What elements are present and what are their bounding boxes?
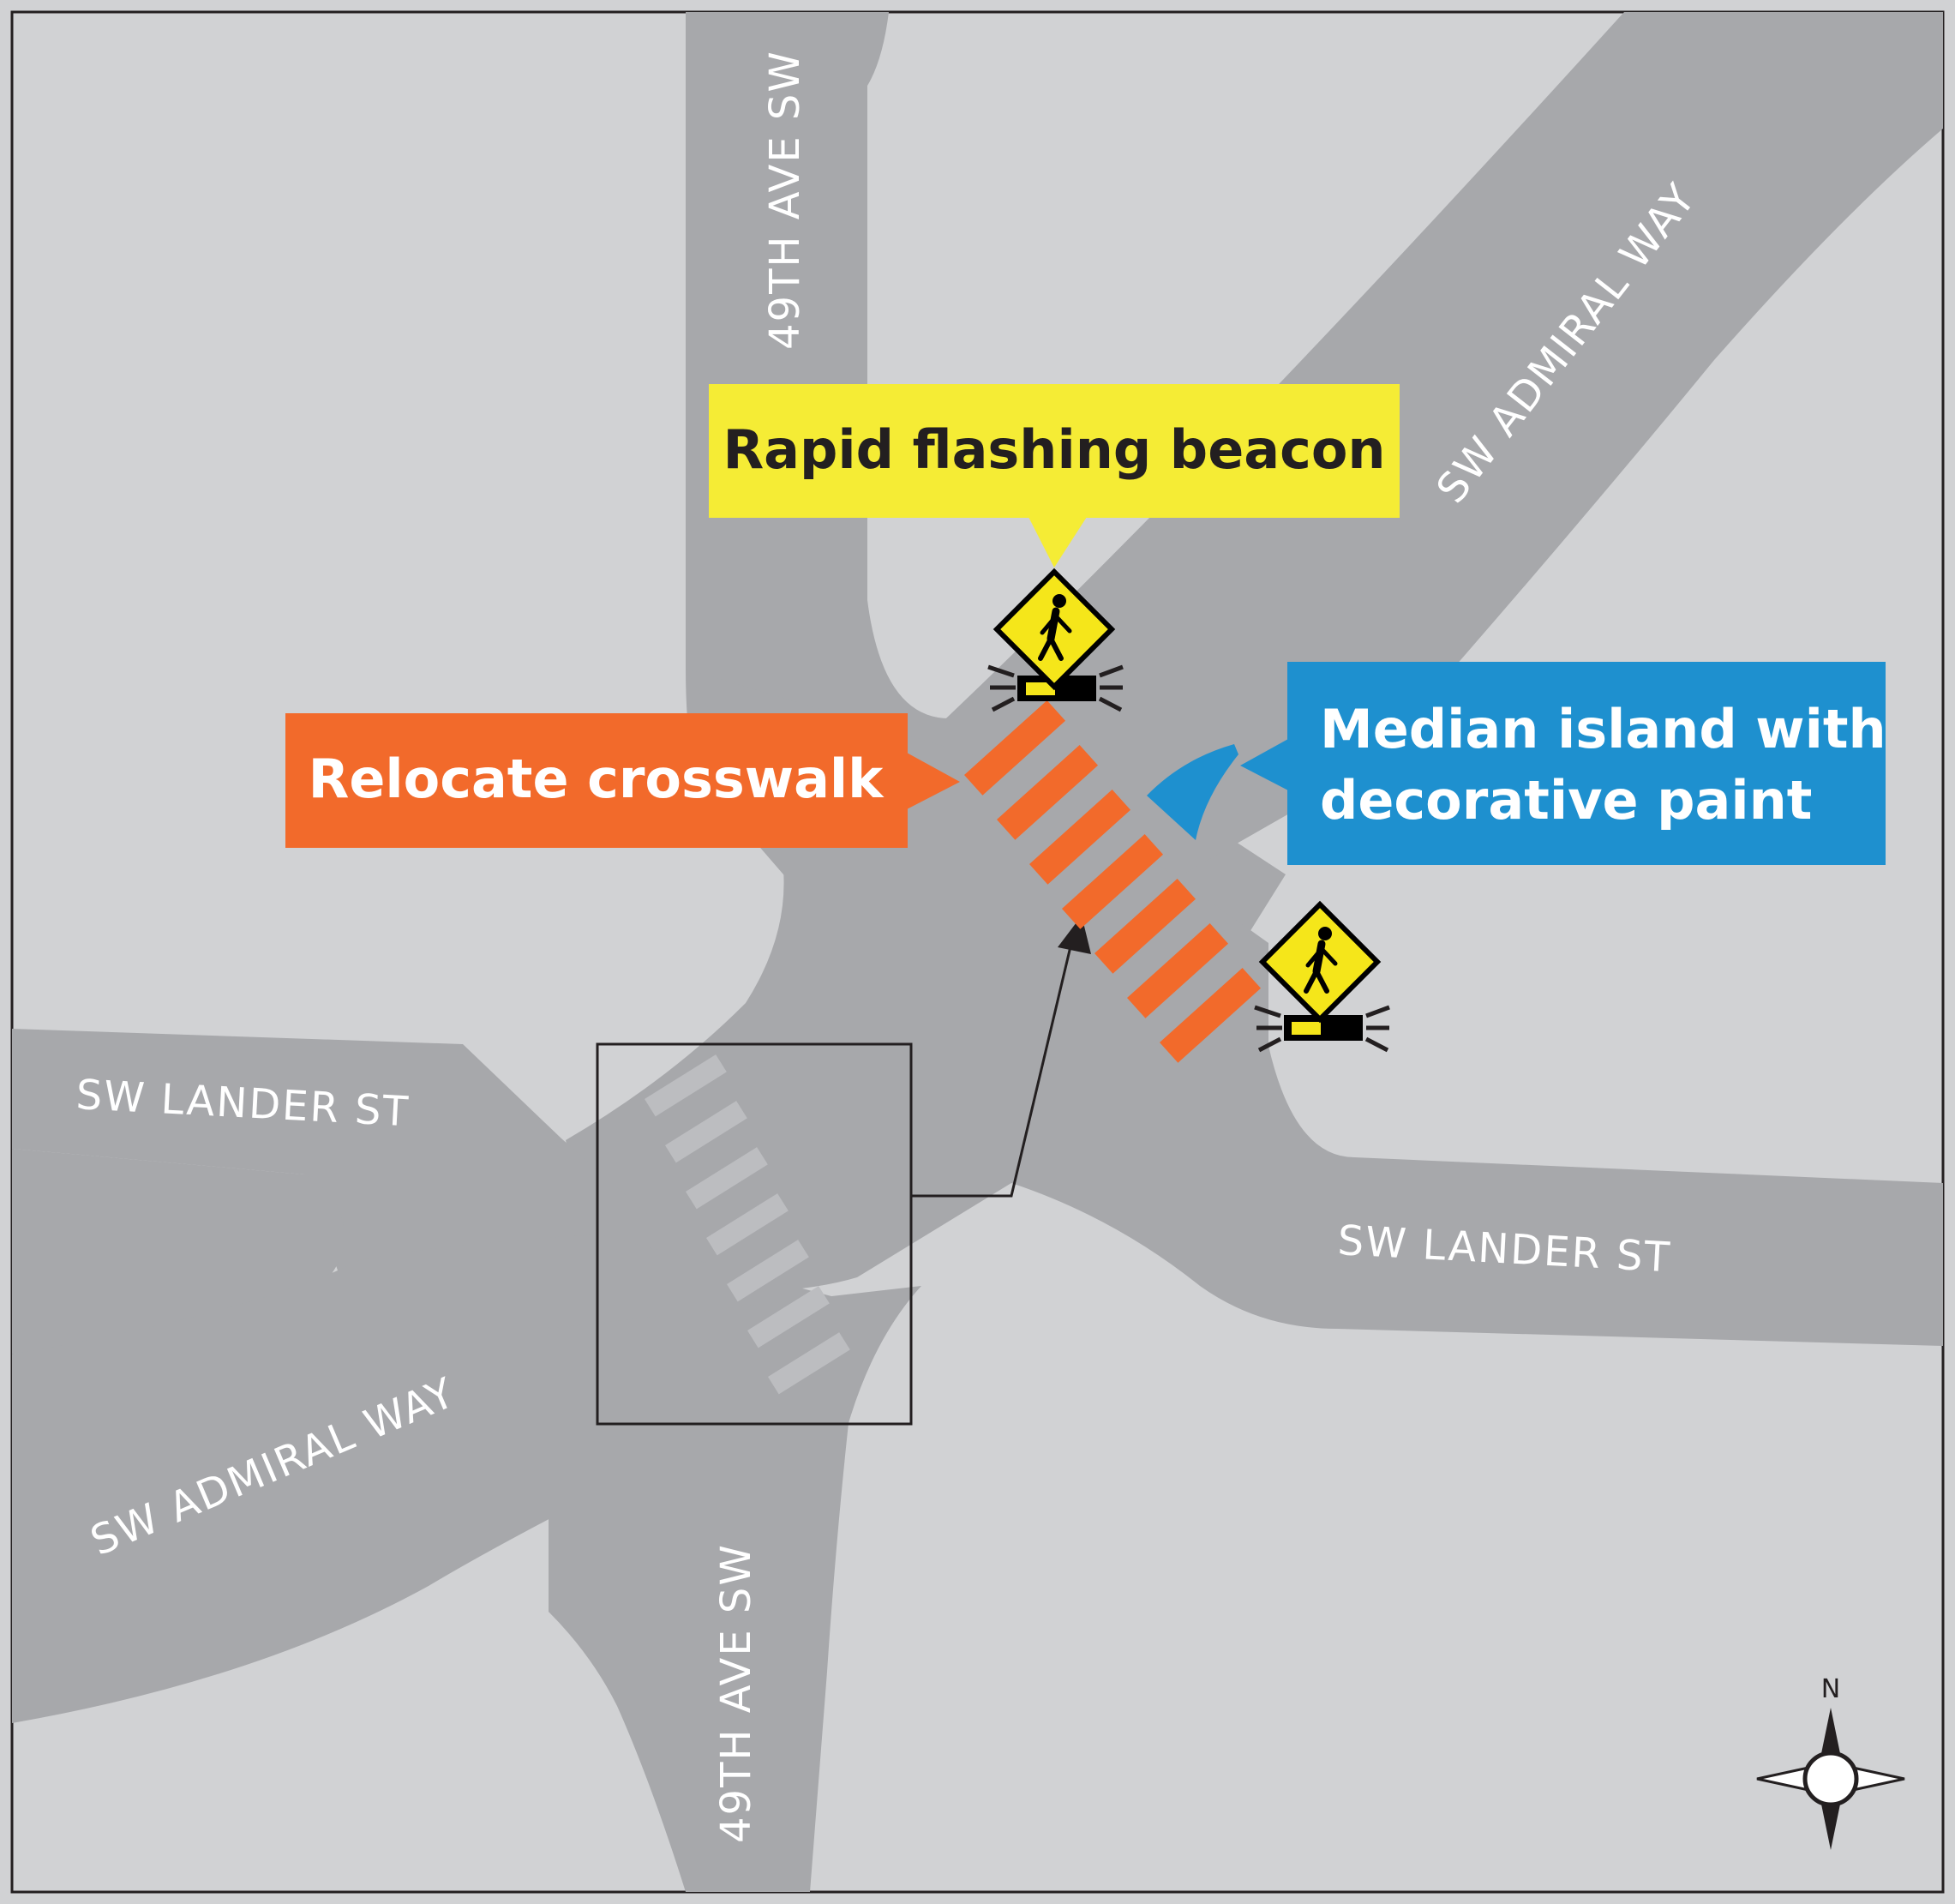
crosswalk-callout-pointer <box>907 753 960 809</box>
street-label-49th-north: 49TH AVE SW <box>761 50 809 350</box>
old-crosswalk-stripe <box>747 1286 830 1348</box>
median-callout: Median island with decorative paint <box>1240 662 1886 865</box>
crosswalk-callout-text: Relocate crosswalk <box>309 748 885 810</box>
beacon-callout-box <box>709 384 1400 518</box>
old-crosswalk-stripe <box>768 1332 850 1395</box>
new-crosswalk-stripe <box>1094 879 1196 974</box>
compass-needle-north <box>1819 1708 1843 1766</box>
old-crosswalk-stripe <box>645 1054 727 1117</box>
map-frame <box>10 10 1945 1894</box>
relocation-pointer-line <box>911 942 1073 1198</box>
new-crosswalk-stripe <box>1029 790 1131 885</box>
new-crosswalk-stripe <box>997 745 1099 840</box>
compass-north-label: N <box>1821 1674 1840 1704</box>
median-callout-line1: Median island with <box>1320 698 1886 760</box>
flash-lines-north <box>987 664 1124 712</box>
new-crosswalk-stripe <box>1160 968 1262 1063</box>
new-crosswalk-stripe <box>1062 834 1164 929</box>
road-network <box>12 12 1943 1892</box>
road-admiral-northeast <box>917 12 1943 1012</box>
median-island <box>1147 744 1238 840</box>
beacon-callout-text: Rapid flashing beacon <box>723 418 1385 481</box>
beacon-sign-north <box>987 568 1124 712</box>
beacon-callout-pointer <box>1028 517 1087 568</box>
crosswalk-callout: Relocate crosswalk <box>285 713 960 848</box>
flash-lines-south <box>1254 1005 1390 1053</box>
median-callout-line2: decorative paint <box>1320 769 1812 832</box>
beacon-light-north <box>1026 682 1055 695</box>
street-label-49th-south: 49TH AVE SW <box>712 1543 760 1843</box>
median-callout-pointer <box>1240 739 1288 790</box>
new-crosswalk-stripe <box>964 700 1066 796</box>
median-callout-box <box>1287 662 1886 865</box>
new-crosswalk-stripe <box>1127 923 1229 1018</box>
existing-crosswalk <box>645 1054 850 1395</box>
compass-rose: N <box>1756 1674 1905 1850</box>
old-crosswalk-stripe <box>706 1193 789 1256</box>
old-crosswalk-stripe <box>686 1147 768 1210</box>
existing-crosswalk-box <box>596 1042 913 1426</box>
new-crosswalk <box>964 700 1262 1063</box>
road-49th-north <box>686 12 1286 943</box>
old-crosswalk-stripe <box>665 1101 747 1163</box>
compass-needle-south <box>1819 1792 1843 1850</box>
beacon-sign-south <box>1254 900 1390 1053</box>
beacon-light-south <box>1292 1022 1321 1035</box>
compass-center <box>1802 1751 1859 1807</box>
old-crosswalk-stripe <box>727 1240 809 1302</box>
crosswalk-callout-box <box>285 713 908 848</box>
beacon-callout: Rapid flashing beacon <box>709 384 1400 568</box>
pedestrian-icon <box>1038 594 1072 661</box>
road-49th-south <box>549 1286 921 1892</box>
pedestrian-icon <box>1304 927 1338 994</box>
